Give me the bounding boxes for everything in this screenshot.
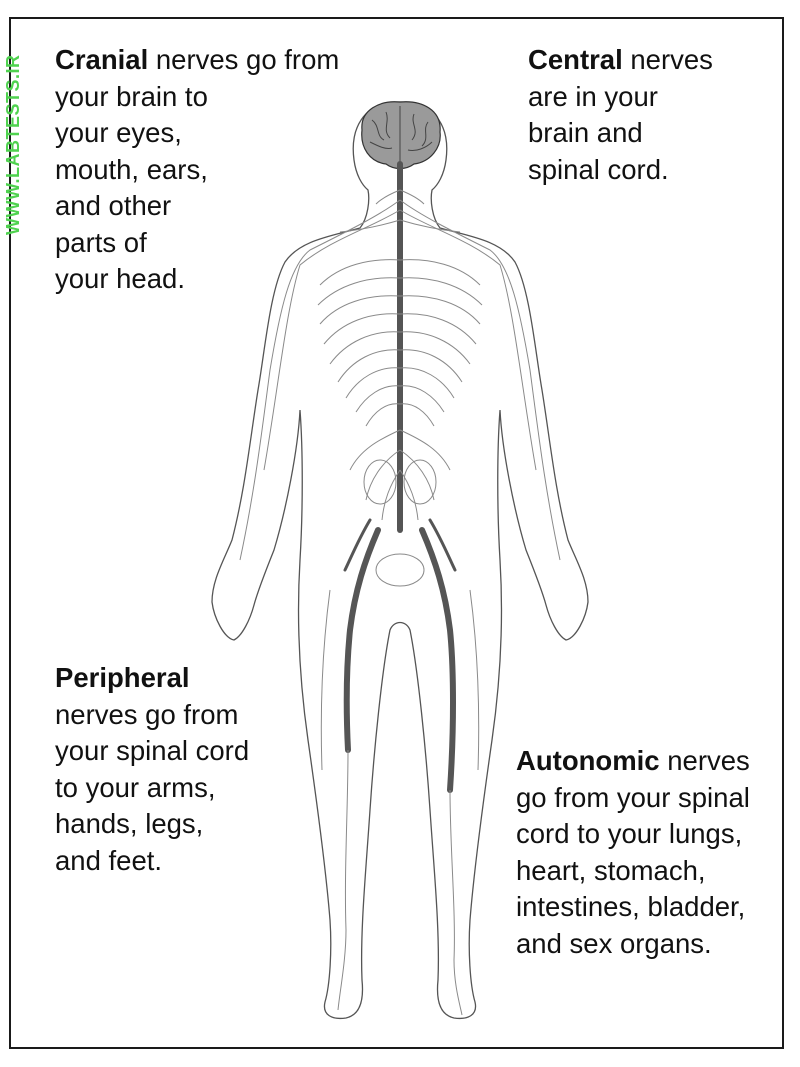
caption-peripheral-line: and feet. [55,844,163,876]
caption-cranial-nerves: Cranial nerves go from your brain to you… [55,42,385,298]
caption-autonomic-nerves: Autonomic nerves go from your spinal cor… [516,743,786,962]
caption-peripheral-line: nerves go from [55,698,239,730]
brachial-nerves [239,189,561,561]
caption-autonomic-line: heart, stomach, [516,854,706,886]
caption-cranial-line: and other [55,190,172,221]
caption-autonomic-line: and sex organs. [516,927,712,959]
caption-central-line: are in your [528,80,658,112]
sciatic-nerves [343,518,457,793]
caption-peripheral-line: your spinal cord [55,735,250,766]
brain-folds [369,106,433,164]
caption-autonomic-line: cord to your lungs, [516,818,743,849]
caption-peripheral-line: hands, legs, [55,808,204,839]
caption-central-line: spinal cord. [528,153,669,185]
caption-peripheral-line: to your arms, [55,771,216,803]
lumbar-nerves [349,429,451,587]
caption-central-line: brain and [528,117,643,148]
caption-peripheral-nerves: Peripheral nerves go from your spinal co… [55,660,305,879]
caption-peripheral-term: Peripheral [55,662,190,693]
caption-central-term: Central [528,44,623,75]
brain-shape [361,101,441,170]
caption-cranial-line: your head. [55,263,185,294]
caption-cranial-term: Cranial [55,44,149,75]
caption-autonomic-line: intestines, bladder, [516,891,746,922]
leg-nerves [320,589,480,1016]
diagram-frame [9,17,784,1049]
caption-autonomic-term: Autonomic [516,745,660,776]
human-body-figure [211,101,589,1020]
caption-central-line: nerves [622,44,713,75]
caption-autonomic-line: nerves [659,745,750,776]
caption-autonomic-line: go from your spinal [516,781,750,813]
body-outline [211,101,589,1020]
watermark-text: WWW.LABTESTS.IR [3,54,23,235]
caption-cranial-line: parts of [55,226,147,258]
caption-central-nerves: Central nerves are in your brain and spi… [528,42,758,188]
caption-cranial-line: your eyes, [55,117,182,148]
caption-cranial-line: mouth, ears, [55,153,208,185]
intercostal-nerves [317,259,483,427]
caption-cranial-line: your brain to [55,80,208,112]
caption-cranial-line: nerves go from [148,44,340,75]
